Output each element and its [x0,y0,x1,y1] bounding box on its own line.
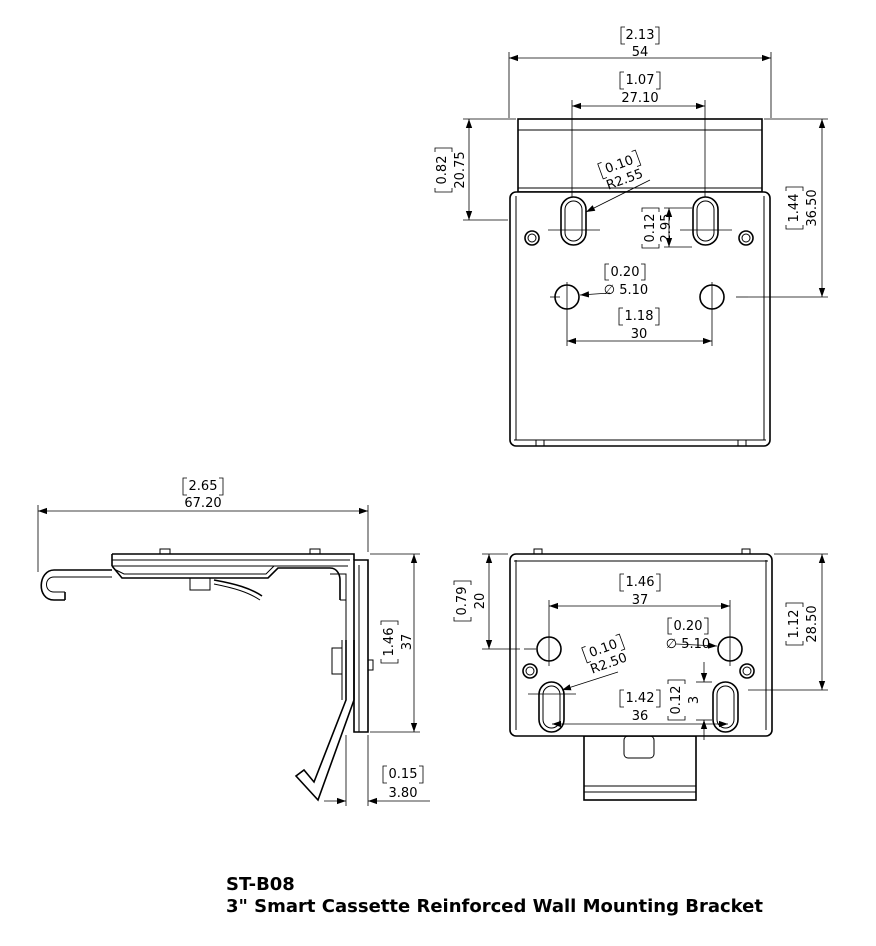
side-top-rail [112,553,355,560]
front-slot-spacing-mm: 27.10 [621,91,658,106]
front-width-mm: 54 [632,45,649,60]
front-hole-height-in: 1.44 [787,194,802,223]
side-spring-clip [294,640,355,802]
front-hole-spacing-mm: 30 [631,327,648,342]
front-slot-right [692,196,719,246]
back-main-plate [509,553,773,737]
back-slot-spacing-in: 1.42 [626,691,655,706]
side-dimensions: 2.65 67.20 1.46 37 0.15 3.80 [37,477,430,806]
back-view [509,548,773,801]
back-height-mm: 28.50 [805,605,820,642]
back-lower-tab [583,735,697,801]
front-top-height-in: 0.82 [435,156,450,185]
back-small-hole-right [739,663,755,679]
side-hook [40,569,112,601]
front-slot-length-mm: 2.95 [659,214,674,243]
back-hole-height-mm: 20 [473,593,488,610]
front-top-height-mm: 20.75 [453,151,468,188]
front-slot-left [560,196,587,246]
back-small-hole-left [522,663,538,679]
back-hole-height-in: 0.79 [455,587,470,616]
side-length-mm: 67.20 [184,496,221,511]
front-hole-dia-in: 0.20 [611,265,640,280]
back-slot-length-in: 0.12 [669,686,684,715]
side-view [40,548,374,802]
back-hole-dia-mm: ∅ 5.10 [666,637,710,652]
front-hole-dia-mm: ∅ 5.10 [604,283,648,298]
side-length-in: 2.65 [189,479,218,494]
back-hole-spacing-mm: 37 [632,593,649,608]
back-slot-left [538,681,565,733]
front-small-hole-left [524,230,540,246]
side-height-mm: 37 [400,634,415,651]
front-slot-length-in: 0.12 [643,214,658,243]
front-hole-height-mm: 36.50 [805,189,820,226]
back-slot-spacing-mm: 36 [632,709,649,724]
back-hole-dia-in: 0.20 [674,619,703,634]
back-slot-length-mm: 3 [687,696,702,704]
front-small-hole-right [738,230,754,246]
back-slot-right [712,681,739,733]
back-hole-spacing-in: 1.46 [626,575,655,590]
side-vertical-plate [353,559,369,733]
front-hole-spacing-in: 1.18 [625,309,654,324]
side-spring [213,579,263,597]
front-view [509,118,771,447]
product-description: 3" Smart Cassette Reinforced Wall Mounti… [226,896,763,917]
side-thickness-mm: 3.80 [389,786,418,801]
model-number: ST-B08 [226,874,295,895]
front-main-plate [509,191,771,447]
front-width-in: 2.13 [626,28,655,43]
side-height-in: 1.46 [382,628,397,657]
front-slot-spacing-in: 1.07 [626,73,655,88]
back-height-in: 1.12 [787,610,802,639]
front-dimensions: 2.13 54 1.07 27.10 0.82 20.75 0.10 R2.55… [434,26,828,346]
side-thickness-in: 0.15 [389,767,418,782]
